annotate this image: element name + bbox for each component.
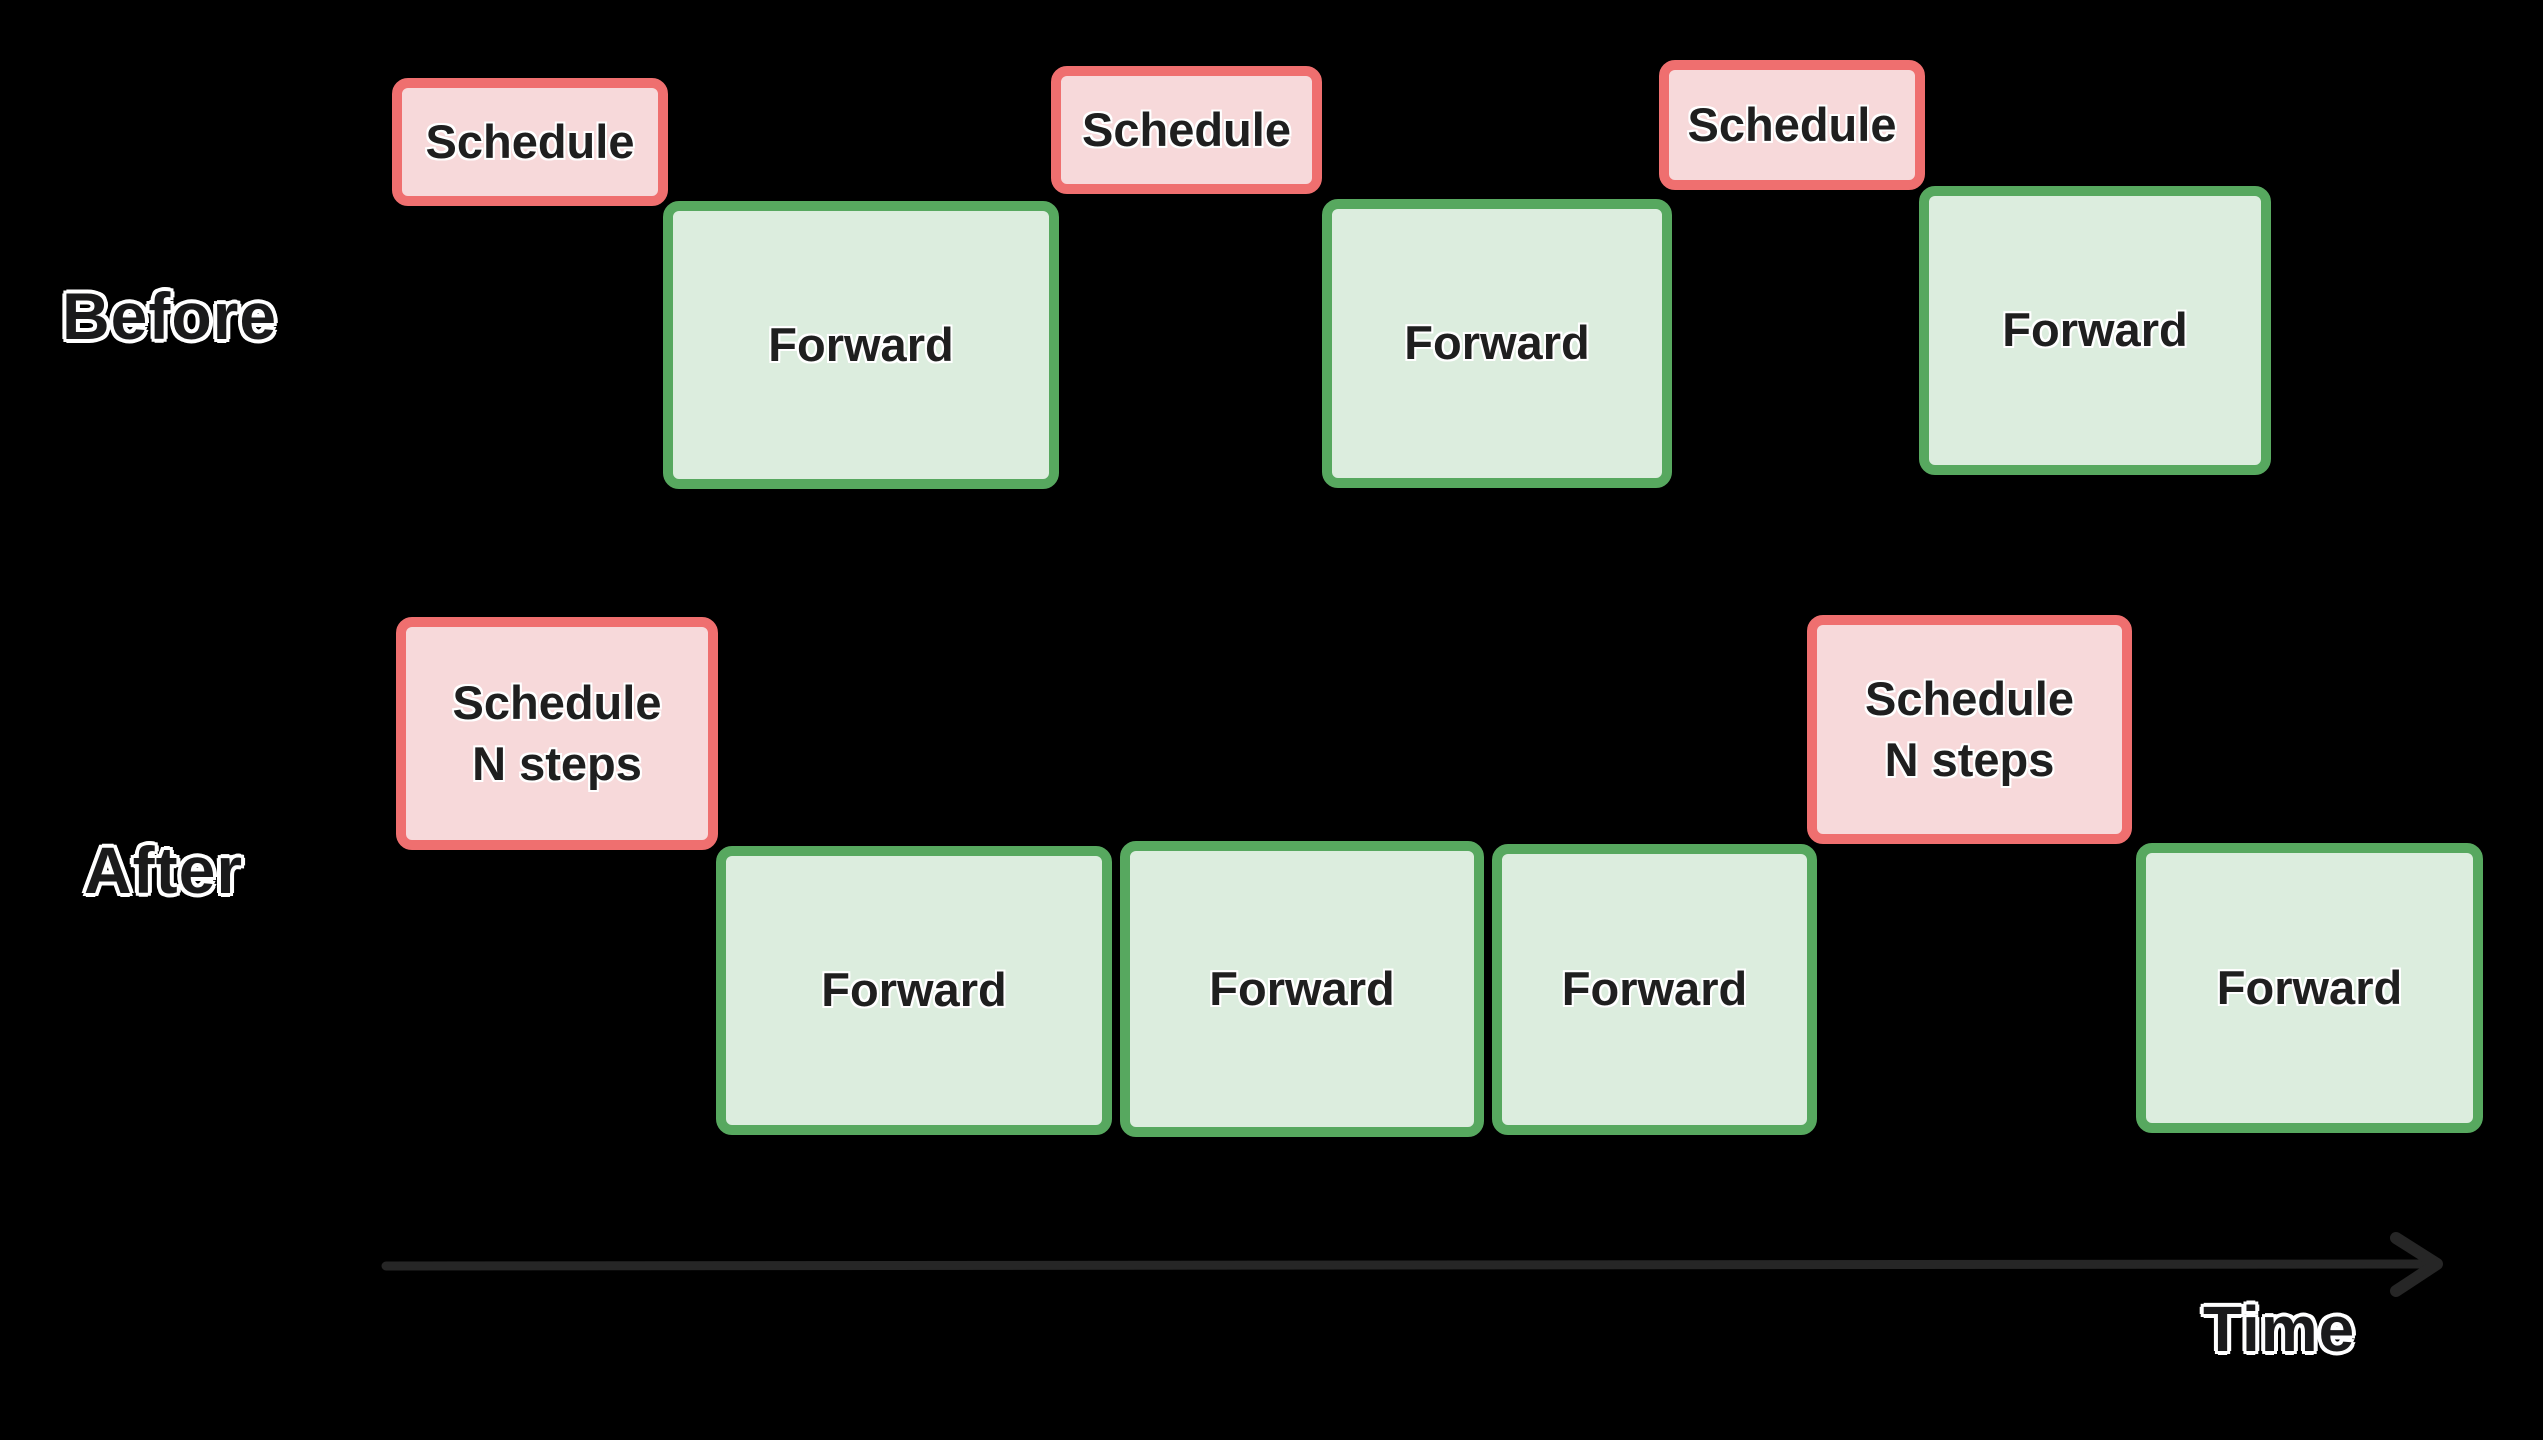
box-label-line-2: N steps [472, 736, 642, 790]
box-label: Schedule [1082, 102, 1291, 156]
after-row-label: After [84, 833, 244, 907]
after-schedule-n-steps-box-1: Schedule N steps [396, 617, 718, 850]
box-label-line-2: N steps [1884, 732, 2055, 786]
after-forward-box-3: Forward [1492, 844, 1817, 1135]
box-label-line-1: Schedule [1865, 672, 2074, 726]
before-schedule-box-2: Schedule [1051, 66, 1322, 194]
before-schedule-box-3: Schedule [1659, 60, 1925, 190]
box-label: Forward [2002, 303, 2188, 357]
after-schedule-n-steps-box-2: Schedule N steps [1807, 615, 2132, 844]
before-forward-box-1: Forward [663, 201, 1059, 489]
before-schedule-box-1: Schedule [392, 78, 668, 206]
box-label: Schedule [425, 114, 635, 168]
box-label: Forward [768, 317, 954, 371]
box-label: Forward [2216, 960, 2403, 1014]
box-label: Schedule [1687, 97, 1897, 151]
before-forward-box-3: Forward [1919, 186, 2271, 475]
box-label: Forward [821, 963, 1007, 1017]
after-forward-box-1: Forward [716, 846, 1112, 1135]
box-label-line-1: Schedule [452, 676, 662, 730]
box-label: Forward [1561, 962, 1748, 1016]
box-label: Forward [1209, 961, 1395, 1015]
after-forward-box-2: Forward [1120, 841, 1484, 1137]
before-row-label: Before [62, 279, 278, 353]
before-forward-box-2: Forward [1322, 199, 1672, 488]
after-forward-box-4: Forward [2136, 843, 2483, 1133]
time-axis-label: Time [2203, 1293, 2356, 1365]
box-label: Forward [1404, 316, 1590, 370]
